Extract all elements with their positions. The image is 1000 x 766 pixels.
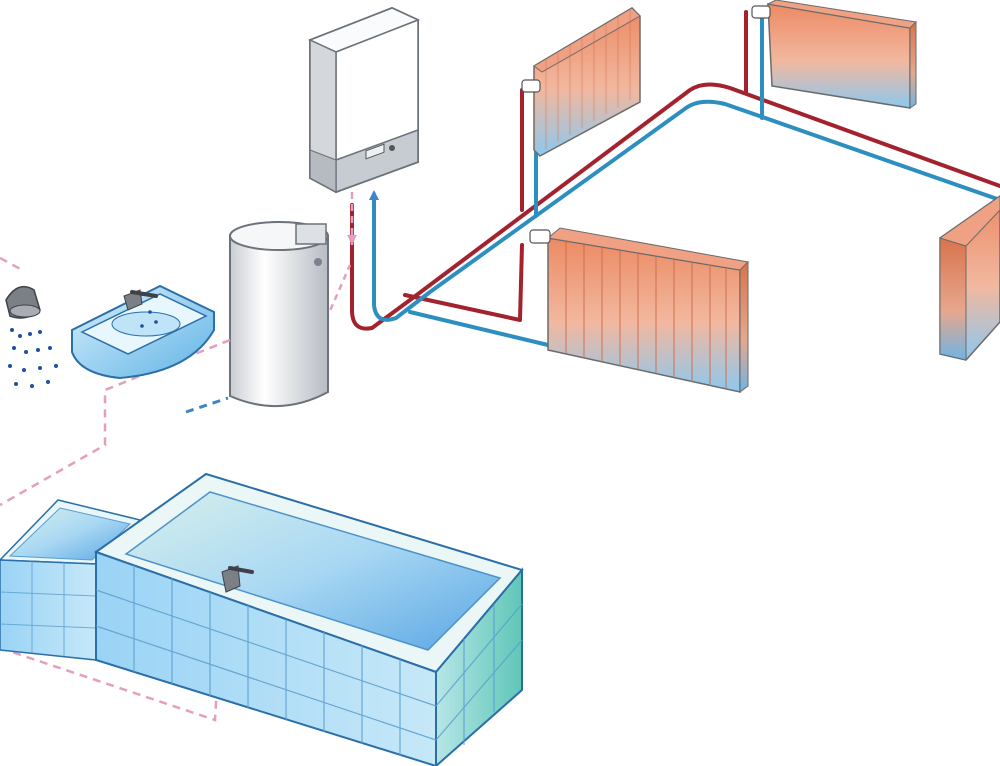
hot-flow-pipe xyxy=(350,82,1000,331)
dhw-dashed-lines xyxy=(0,256,231,722)
heating-pipes xyxy=(350,10,1000,347)
wall-boiler-icon xyxy=(308,6,420,194)
washbasin-icon xyxy=(71,284,215,380)
cold-return-pipe xyxy=(372,99,1000,322)
mixer-tap-icon xyxy=(221,565,254,593)
radiator-icon xyxy=(521,4,641,157)
mixer-tap-icon xyxy=(123,289,158,311)
water-cylinder-icon xyxy=(229,221,329,408)
radiator-icon xyxy=(751,0,918,109)
boiler-connections xyxy=(324,190,379,321)
hot-branch-pipe xyxy=(403,243,524,322)
shower-head-icon xyxy=(5,285,58,388)
radiator-icon xyxy=(938,195,1000,361)
cold-inlet-dashed xyxy=(185,396,229,414)
bathtub-icon xyxy=(0,472,524,766)
cold-branch-pipe xyxy=(408,310,550,347)
radiator-icon xyxy=(529,227,750,393)
